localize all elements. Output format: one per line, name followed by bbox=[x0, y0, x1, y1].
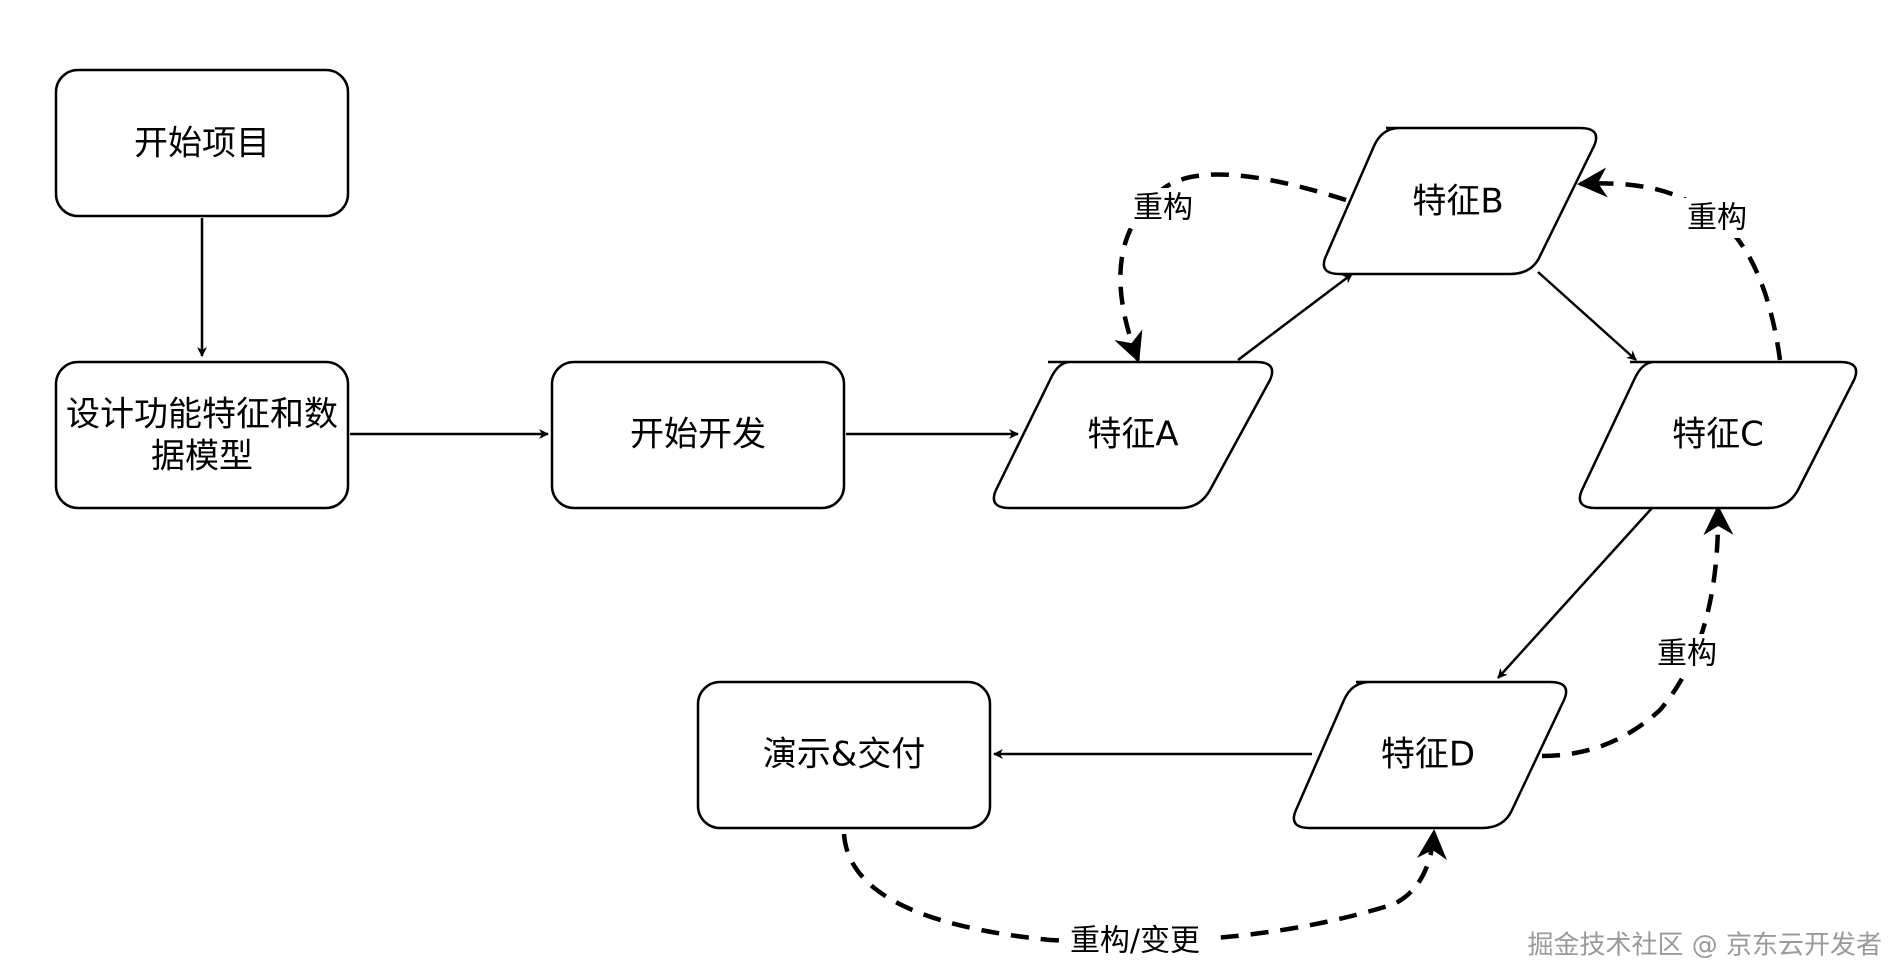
edge-label-refactor-ab: 重构 bbox=[1133, 191, 1193, 226]
edge-label-bg-refactor-cb bbox=[1682, 198, 1752, 238]
dashed-edge-refactor-b-to-a bbox=[1114, 172, 1347, 363]
node-start-project bbox=[54, 68, 350, 218]
node-feature-b bbox=[1322, 126, 1598, 276]
watermark: 掘金技术社区 @ 京东云开发者 bbox=[1527, 931, 1882, 961]
node-feature-b-label: 特征B bbox=[1412, 182, 1503, 222]
node-design-features-label-line2: 据模型 bbox=[151, 437, 253, 477]
edge-feature-b-to-feature-c bbox=[1537, 271, 1637, 361]
node-feature-c-label: 特征C bbox=[1672, 415, 1764, 455]
edge-label-bg-refactor-ab bbox=[1128, 188, 1198, 228]
node-design-features bbox=[54, 360, 350, 510]
node-start-project-label: 开始项目 bbox=[134, 124, 270, 164]
node-start-dev bbox=[550, 360, 846, 510]
node-start-dev-label: 开始开发 bbox=[630, 415, 766, 455]
edge-feature-c-to-feature-d bbox=[1497, 507, 1653, 679]
node-demo-delivery-label: 演示&交付 bbox=[763, 735, 926, 775]
edge-label-refactor-change: 重构/变更 bbox=[1070, 924, 1200, 959]
edge-label-bg-refactor-dc bbox=[1652, 634, 1722, 674]
node-feature-c bbox=[1578, 360, 1858, 510]
node-feature-d-label: 特征D bbox=[1381, 735, 1475, 775]
node-demo-delivery bbox=[696, 680, 992, 830]
edge-label-bg-refactor-change bbox=[1060, 920, 1210, 964]
node-feature-a-label: 特征A bbox=[1087, 415, 1178, 455]
edge-feature-a-to-feature-b bbox=[1237, 273, 1353, 361]
edge-label-refactor-cb: 重构 bbox=[1687, 201, 1747, 236]
node-feature-a bbox=[992, 360, 1274, 510]
dashed-edge-refactor-d-to-c bbox=[1541, 505, 1734, 759]
node-feature-d bbox=[1292, 680, 1568, 830]
node-design-features-label-line1: 设计功能特征和数 bbox=[66, 395, 338, 435]
edge-label-refactor-dc: 重构 bbox=[1657, 637, 1717, 672]
